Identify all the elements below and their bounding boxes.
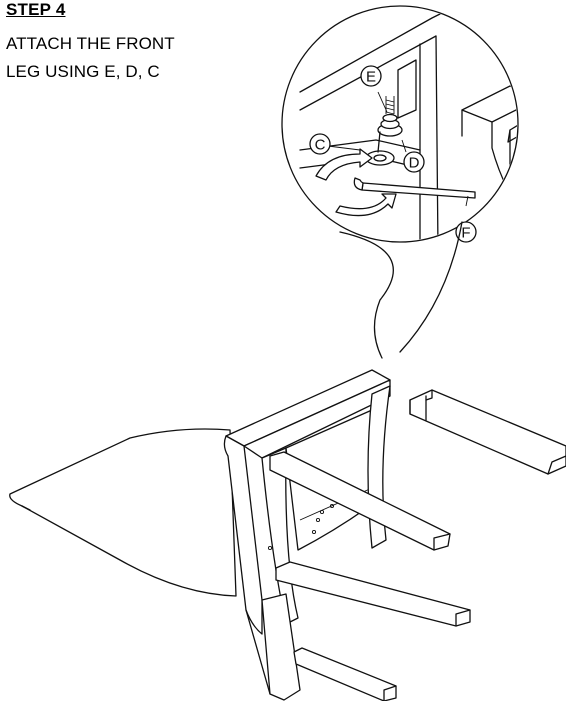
- callout-c: C: [309, 133, 331, 155]
- chair-leg-upper: [269, 451, 451, 551]
- step-title: STEP 4: [6, 0, 66, 19]
- chair-leg-lower: [275, 561, 471, 627]
- callout-e-label: E: [366, 69, 376, 86]
- instruction-line-2: LEG USING E, D, C: [6, 62, 160, 81]
- magnifier-funnel: [339, 221, 463, 359]
- callout-c-label: C: [315, 137, 326, 154]
- callout-d-label: D: [409, 155, 420, 172]
- callout-f-label: F: [461, 225, 470, 242]
- chair-back-leg: [261, 593, 301, 701]
- allen-key: [353, 177, 476, 199]
- callout-e: E: [360, 65, 382, 87]
- rotation-arrow-icon: [315, 148, 397, 217]
- chair-backrest: [9, 428, 237, 597]
- callout-d: D: [403, 151, 425, 173]
- instruction-line-1: ATTACH THE FRONT: [6, 34, 175, 53]
- front-leg-part: [409, 389, 566, 475]
- detail-magnifier: E C D F: [281, 5, 519, 243]
- chair-upside-down: [9, 369, 471, 701]
